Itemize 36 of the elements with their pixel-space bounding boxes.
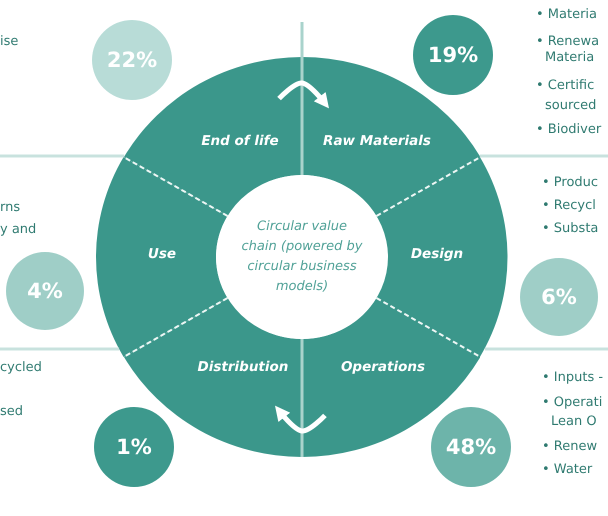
percentage-value: 4%: [27, 279, 63, 303]
percentage-value: 19%: [428, 43, 478, 67]
segment-label: Distribution: [198, 359, 288, 375]
segment-label: Operations: [340, 359, 426, 375]
list-item-text: Materia: [545, 50, 594, 66]
list-item-text: • Inputs -: [542, 370, 604, 386]
hub-label: Circular value chain (powered by circular business models): [240, 218, 364, 296]
value-chain-segment: [376, 157, 508, 357]
curved-arrow: [274, 406, 327, 434]
text-fragment: rns: [0, 200, 20, 216]
segment-label: Design: [410, 246, 464, 262]
value-chain-segment: [96, 157, 228, 357]
percentage-value: 6%: [541, 285, 577, 309]
text-fragment: cycled: [0, 360, 42, 376]
list-item-text: • Substa: [542, 221, 598, 237]
list-item-text: • Produc: [542, 175, 598, 191]
list-item-text: • Renewa: [536, 34, 600, 50]
list-item-text: • Renew: [542, 439, 598, 455]
text-fragment: sed: [0, 404, 24, 420]
curved-arrow: [277, 80, 330, 108]
percentage-value: 22%: [106, 48, 158, 72]
list-item-text: • Materia: [536, 7, 598, 23]
list-item-text: sourced: [545, 98, 596, 114]
list-item-text: • Water: [542, 462, 592, 478]
text-fragment: ise: [0, 34, 18, 50]
segment-label: End of life: [201, 133, 279, 149]
percentage-value: 1%: [116, 435, 152, 459]
list-item-text: • Recycl: [542, 198, 596, 214]
text-fragment: y and: [0, 222, 36, 238]
percentage-value: 48%: [446, 435, 496, 459]
segment-label: Use: [148, 246, 176, 262]
list-item-text: • Certific: [536, 78, 594, 94]
segment-label: Raw Materials: [323, 133, 431, 149]
list-item-text: • Operati: [542, 395, 602, 411]
list-item-text: Lean O: [551, 414, 597, 430]
list-item-text: • Biodiver: [536, 122, 602, 138]
